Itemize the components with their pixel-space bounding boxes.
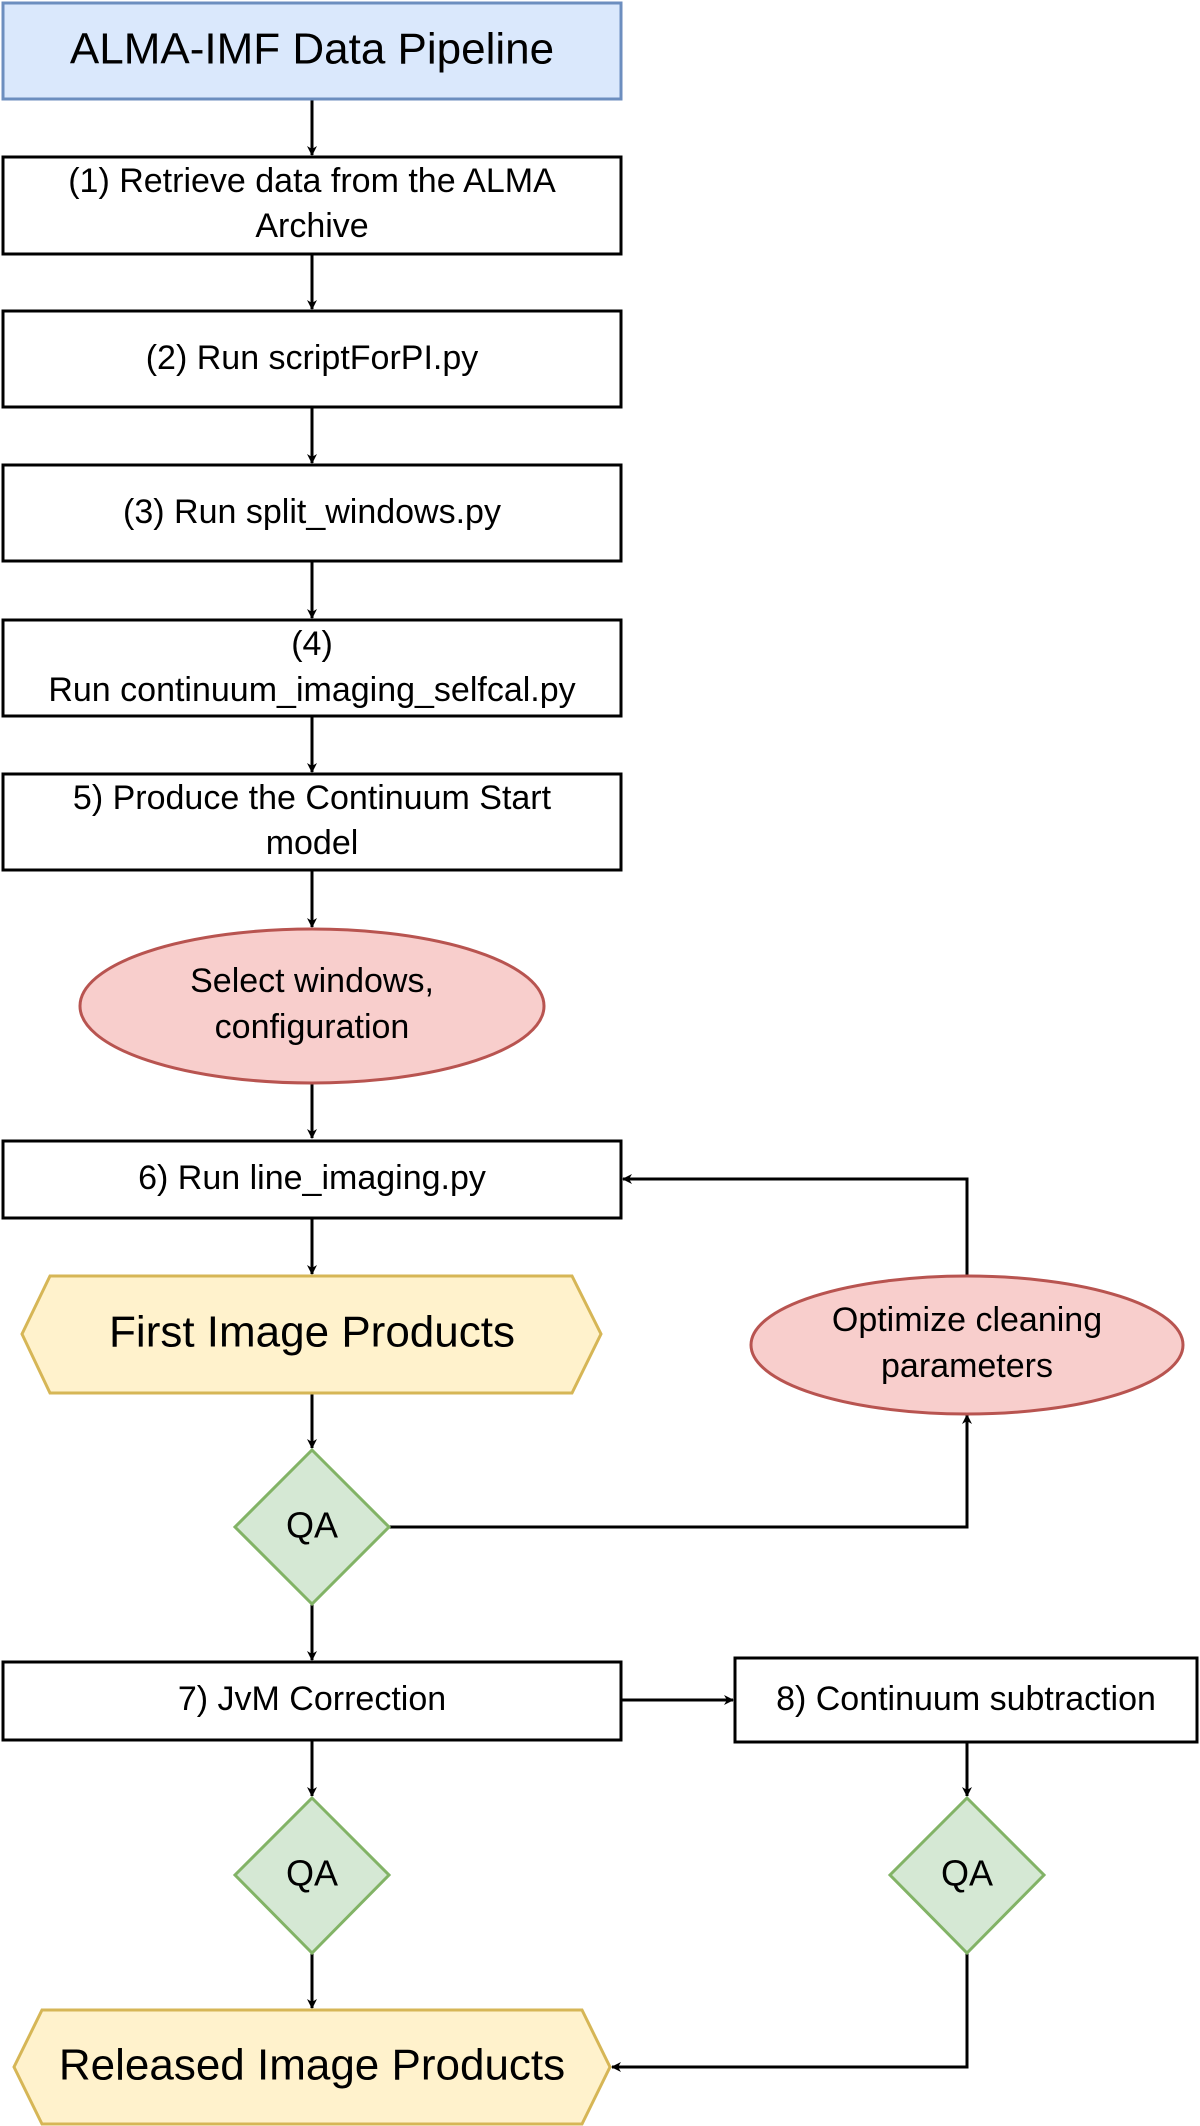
step4-node[interactable]: (4) Run continuum_imaging_selfcal.py bbox=[1, 618, 623, 718]
edge-qa1-optimize bbox=[389, 1414, 972, 1529]
edge-qa3-released bbox=[611, 1953, 969, 2072]
qa1-label: QA bbox=[286, 1505, 338, 1546]
step7-label: 7) JvM Correction bbox=[178, 1680, 446, 1718]
step3-node[interactable]: (3) Run split_windows.py bbox=[1, 463, 623, 563]
step5-label-line2: model bbox=[266, 824, 359, 862]
optimize-cleaning-node[interactable]: Optimize cleaning parameters bbox=[749, 1274, 1185, 1416]
step8-node[interactable]: 8) Continuum subtraction bbox=[733, 1656, 1199, 1744]
qa3-decision[interactable]: QA bbox=[887, 1795, 1047, 1956]
select-label-line1: Select windows, bbox=[190, 962, 434, 1000]
step3-label: (3) Run split_windows.py bbox=[123, 493, 501, 531]
step6-node[interactable]: 6) Run line_imaging.py bbox=[1, 1139, 623, 1220]
step1-label-line2: Archive bbox=[255, 207, 368, 245]
select-windows-node[interactable]: Select windows, configuration bbox=[78, 927, 546, 1085]
optimize-label-line2: parameters bbox=[881, 1347, 1053, 1385]
select-label-line2: configuration bbox=[215, 1008, 410, 1046]
step6-label: 6) Run line_imaging.py bbox=[138, 1159, 486, 1197]
step2-node[interactable]: (2) Run scriptForPI.py bbox=[1, 309, 623, 409]
step4-label-line2: Run continuum_imaging_selfcal.py bbox=[48, 671, 575, 709]
edges bbox=[307, 99, 972, 2072]
qa3-label: QA bbox=[941, 1853, 993, 1894]
step5-label-line1: 5) Produce the Continuum Start bbox=[73, 779, 552, 817]
step5-node[interactable]: 5) Produce the Continuum Start model bbox=[1, 772, 623, 872]
step1-node[interactable]: (1) Retrieve data from the ALMA Archive bbox=[1, 155, 623, 256]
step2-label: (2) Run scriptForPI.py bbox=[146, 339, 479, 377]
first-image-products-node[interactable]: First Image Products bbox=[20, 1274, 603, 1395]
qa1-decision[interactable]: QA bbox=[232, 1447, 392, 1607]
released-image-products-node[interactable]: Released Image Products bbox=[12, 2008, 612, 2126]
edge-optimize-step6 bbox=[622, 1174, 969, 1276]
optimize-label-line1: Optimize cleaning bbox=[832, 1301, 1102, 1339]
step7-node[interactable]: 7) JvM Correction bbox=[1, 1660, 623, 1742]
qa2-label: QA bbox=[286, 1853, 338, 1894]
step1-label-line1: (1) Retrieve data from the ALMA bbox=[68, 162, 556, 200]
released-products-label: Released Image Products bbox=[59, 2041, 565, 2090]
title-node[interactable]: ALMA-IMF Data Pipeline bbox=[1, 1, 623, 101]
title-label: ALMA-IMF Data Pipeline bbox=[70, 25, 554, 74]
first-products-label: First Image Products bbox=[109, 1308, 515, 1357]
step8-label: 8) Continuum subtraction bbox=[776, 1680, 1156, 1718]
step4-label-line1: (4) bbox=[291, 625, 333, 663]
qa2-decision[interactable]: QA bbox=[232, 1795, 392, 1956]
